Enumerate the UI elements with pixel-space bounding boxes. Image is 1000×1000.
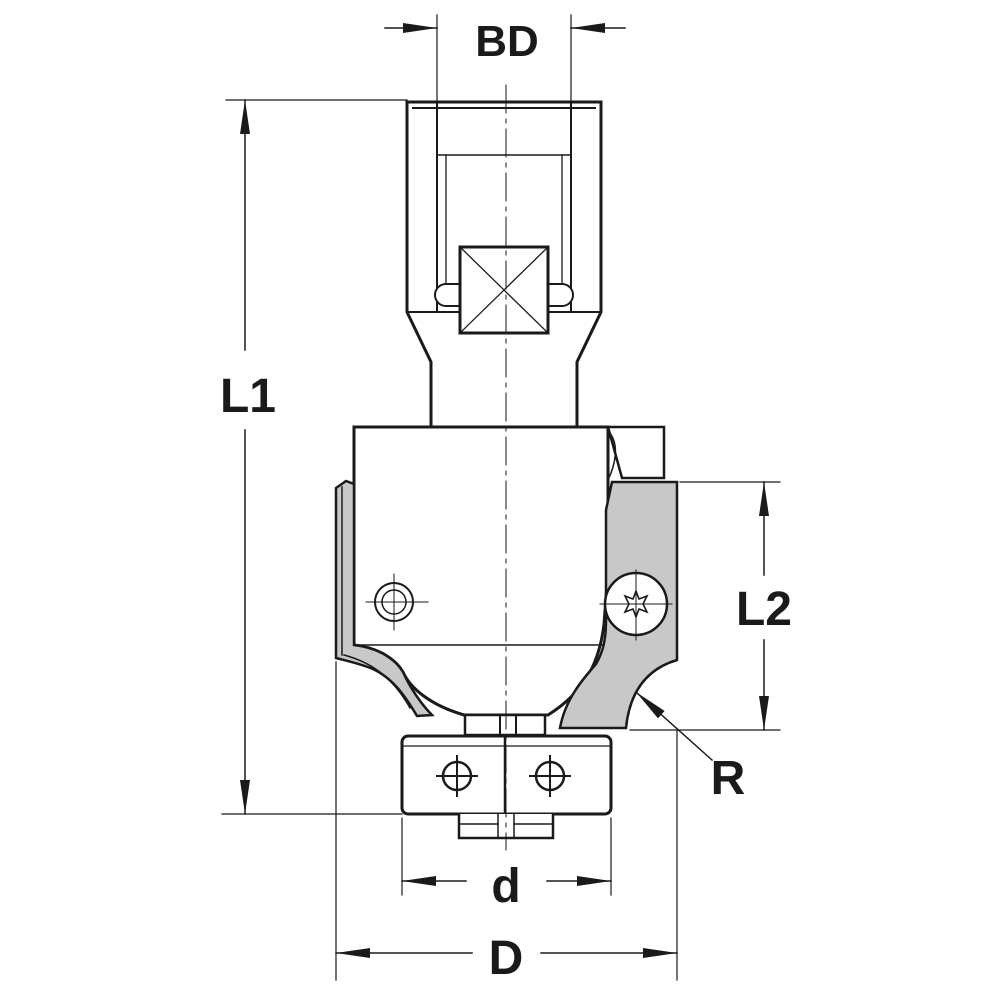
dim-r: [634, 690, 714, 762]
label-bd: BD: [475, 17, 539, 66]
label-d-small: d: [491, 860, 520, 913]
label-r: R: [711, 752, 746, 805]
torx-screw-icon: [599, 569, 673, 641]
shank: [405, 100, 603, 429]
bearing-screw-right-icon: [529, 755, 571, 797]
dim-bd: [384, 14, 626, 101]
label-l2: L2: [736, 583, 792, 636]
square-flat-symbol: [458, 245, 550, 335]
bearing-screw-left-icon: [436, 755, 478, 797]
dim-d-large: [335, 661, 678, 981]
label-d-large: D: [489, 932, 524, 985]
label-l1: L1: [220, 370, 276, 423]
dim-l1: [221, 99, 408, 815]
cutter-body: [352, 425, 666, 717]
screw-hole-symbol: [365, 573, 429, 631]
right-knife-insert: [558, 480, 679, 730]
bearing-assembly: [400, 713, 613, 840]
dim-d-small: [401, 817, 612, 896]
left-knife: [334, 479, 435, 718]
dim-l2: [629, 481, 781, 731]
